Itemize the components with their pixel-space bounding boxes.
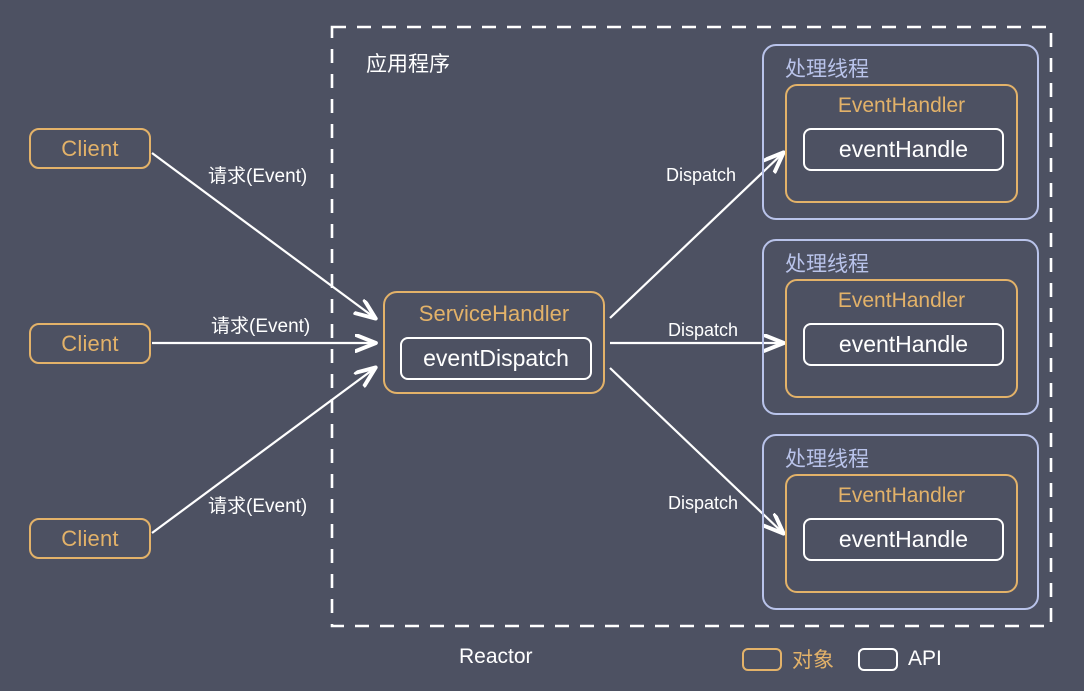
handler-thread-title-1: 处理线程: [785, 58, 869, 81]
event-handler-box-3[interactable]: EventHandler eventHandle: [785, 474, 1018, 593]
legend-api-swatch-icon: [858, 647, 898, 671]
event-handler-title-3: EventHandler: [837, 484, 966, 507]
service-handler-title: ServiceHandler: [418, 301, 570, 326]
event-handler-box-1[interactable]: EventHandler eventHandle: [785, 84, 1018, 203]
dispatch-label-1: Dispatch: [666, 165, 737, 185]
client-box-1[interactable]: Client: [29, 128, 151, 169]
handler-thread-box-3[interactable]: 处理线程 EventHandler eventHandle: [762, 434, 1039, 610]
client-box-2[interactable]: Client: [29, 323, 151, 364]
handler-thread-box-2[interactable]: 处理线程 EventHandler eventHandle: [762, 239, 1039, 415]
application-boundary-label: 应用程序: [366, 53, 450, 76]
event-handler-api-label-3: eventHandle: [838, 526, 969, 552]
event-handler-api-eventhandle-2[interactable]: eventHandle: [803, 323, 1004, 366]
legend-object-label: 对象: [792, 649, 834, 672]
event-handler-api-eventhandle-3[interactable]: eventHandle: [803, 518, 1004, 561]
request-label-1: 请求(Event): [208, 166, 308, 187]
handler-thread-box-1[interactable]: 处理线程 EventHandler eventHandle: [762, 44, 1039, 220]
event-handler-box-2[interactable]: EventHandler eventHandle: [785, 279, 1018, 398]
legend-api-label: API: [908, 647, 942, 670]
legend-object-swatch-icon: [742, 647, 782, 671]
service-handler-api-eventdispatch[interactable]: eventDispatch: [400, 337, 592, 380]
dispatch-label-2: Dispatch: [668, 320, 739, 340]
request-label-3: 请求(Event): [208, 496, 308, 517]
event-handler-title-1: EventHandler: [837, 94, 966, 117]
client-box-3[interactable]: Client: [29, 518, 151, 559]
handler-thread-title-3: 处理线程: [785, 448, 869, 471]
dispatch-label-3: Dispatch: [668, 493, 739, 513]
event-handler-api-label-1: eventHandle: [838, 136, 969, 162]
diagram-caption: Reactor: [459, 645, 533, 668]
client-label-2: Client: [61, 330, 119, 356]
event-handler-title-2: EventHandler: [837, 289, 966, 312]
client-label-3: Client: [61, 525, 119, 551]
event-handler-api-label-2: eventHandle: [838, 331, 969, 357]
legend: 对象 API: [742, 644, 942, 674]
event-handler-api-eventhandle-1[interactable]: eventHandle: [803, 128, 1004, 171]
handler-thread-title-2: 处理线程: [785, 253, 869, 276]
service-handler-box[interactable]: ServiceHandler eventDispatch: [383, 291, 605, 394]
client-label-1: Client: [61, 135, 119, 161]
request-label-2: 请求(Event): [211, 316, 311, 337]
service-handler-api-label: eventDispatch: [423, 345, 569, 371]
